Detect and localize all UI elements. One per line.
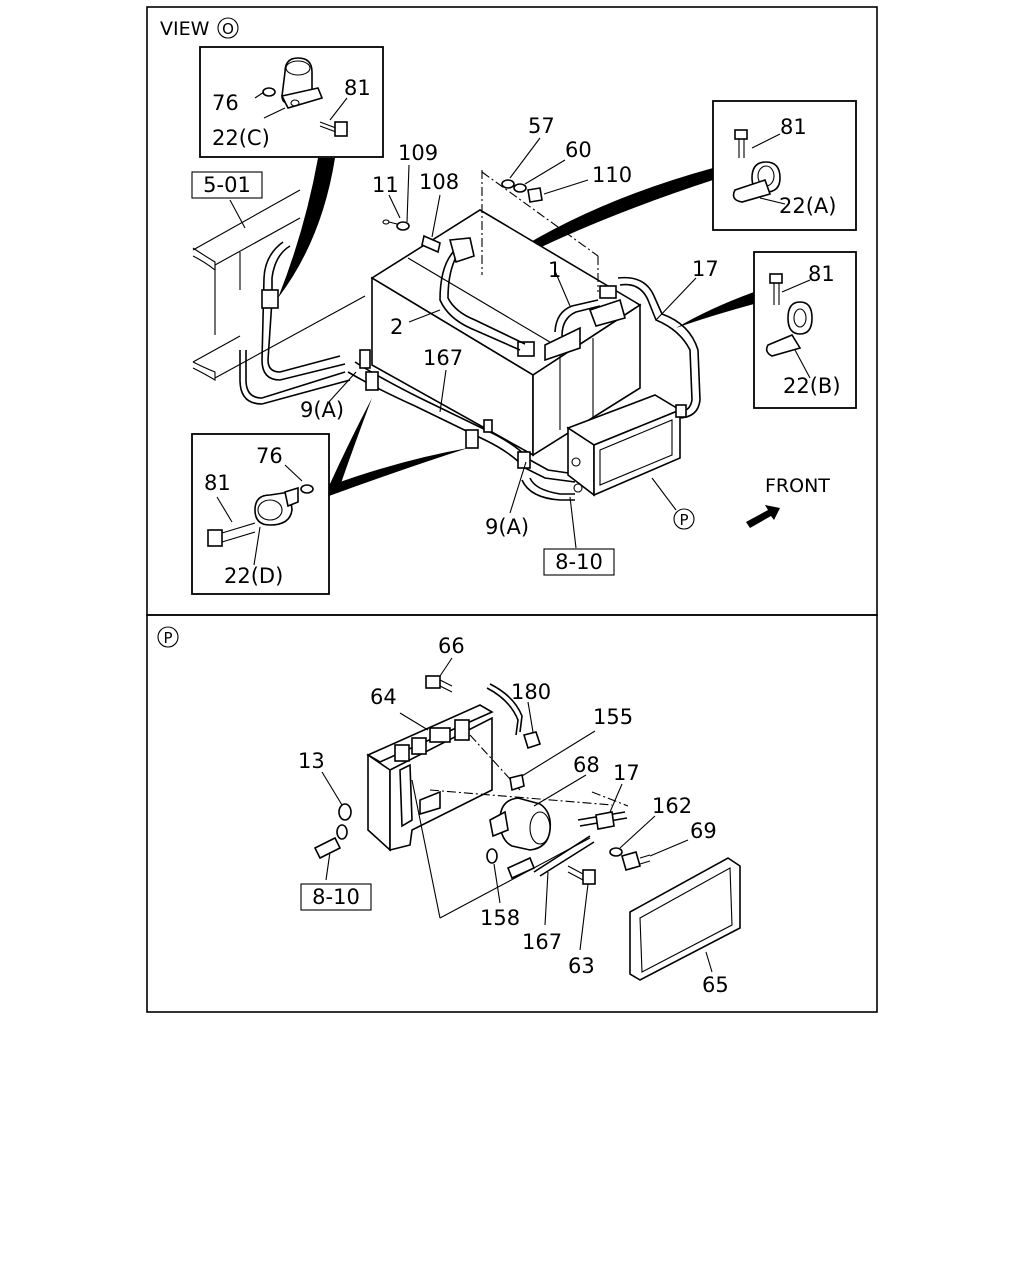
inset-clip-d: 76 81 22(D) [191,433,330,595]
label-60: 60 [565,138,592,162]
inset-clip-c: 76 81 22(C) [199,46,384,158]
label-68: 68 [573,753,600,777]
label-c81: 81 [344,76,371,100]
label-108: 108 [419,170,459,194]
inset-clip-b: 81 22(B) [753,251,857,409]
label-9a-2: 9(A) [485,515,529,539]
ref-810-bot[interactable]: 8-10 [312,885,360,909]
nut-110-icon [527,187,543,203]
clamp-a-icon [732,178,772,203]
label-b22b: 22(B) [783,374,841,398]
nut-180-icon [522,731,542,750]
fitting-108-icon [421,234,441,254]
bolt-b-icon [769,273,783,284]
washer-109-icon [396,221,410,231]
label-66: 66 [438,634,465,658]
control-unit-p [566,394,687,497]
front-arrow-icon [746,505,780,528]
clamp-b-icon [765,333,802,357]
label-1: 1 [548,258,561,282]
grommet-13-icon [338,803,352,821]
bolt-d81-icon [207,529,223,547]
ref-box-810-bot [300,883,372,911]
callout-wedge-a [460,168,713,290]
label-c76: 76 [212,91,239,115]
label-11: 11 [372,173,399,197]
label-167-top: 167 [423,346,463,370]
label-c22c: 22(C) [212,126,270,150]
ref-box-501 [191,171,263,199]
label-167-bot: 167 [522,930,562,954]
bolt-81-icon [334,121,348,137]
label-109: 109 [398,141,438,165]
detail-p-header-label: P [163,629,172,647]
label-d81: 81 [204,471,231,495]
label-d22d: 22(D) [224,564,283,588]
label-63: 63 [568,954,595,978]
label-17: 17 [692,257,719,281]
label-69: 69 [690,819,717,843]
bolt-66-icon [425,675,441,689]
label-9a-1: 9(A) [300,398,344,422]
nut-155-icon [509,774,525,792]
inset-clip-a: 81 22(A) [712,100,857,231]
label-180: 180 [511,680,551,704]
view-label: VIEW [160,18,210,40]
label-64: 64 [370,685,397,709]
battery-assembly [370,209,642,457]
ref-810-top[interactable]: 8-10 [555,550,603,574]
relay-68 [489,797,552,880]
label-158: 158 [480,906,520,930]
view-circle-icon [217,17,239,39]
label-13: 13 [298,749,325,773]
label-65: 65 [702,973,729,997]
lower-panel-frame [146,614,878,1013]
cover-65 [629,857,741,981]
ref-box-810-top [543,548,615,576]
view-circle-label: O [222,20,234,38]
label-162: 162 [652,794,692,818]
label-57: 57 [528,114,555,138]
callout-wedge-d1 [329,398,372,486]
detail-p-marker-icon [673,508,695,530]
detail-p-marker-label: P [679,511,688,529]
ref-501[interactable]: 5-01 [203,173,251,197]
housing-64 [366,704,613,852]
label-17-bot: 17 [613,761,640,785]
clip-158-icon [486,848,498,864]
label-a81: 81 [780,115,807,139]
clamp-d-icon [254,491,293,526]
label-110: 110 [592,163,632,187]
label-b81: 81 [808,262,835,286]
callout-wedge-b [676,292,754,328]
label-d76: 76 [256,444,283,468]
label-2: 2 [390,315,403,339]
label-155: 155 [593,705,633,729]
washer-57-icon [501,179,515,189]
washer-60-icon [513,183,527,193]
washer-162-icon [609,847,623,857]
bolt-63-icon [582,869,596,885]
bolt-69-icon [621,851,641,871]
detail-p-header-icon [157,626,179,648]
front-label: FRONT [765,475,830,497]
callout-wedge-c [278,158,335,298]
nut-d76-icon [300,484,314,494]
nut-76-icon [262,87,276,97]
bolt-a-icon [734,129,748,140]
label-a22a: 22(A) [779,194,836,218]
frame-rail [192,189,366,381]
